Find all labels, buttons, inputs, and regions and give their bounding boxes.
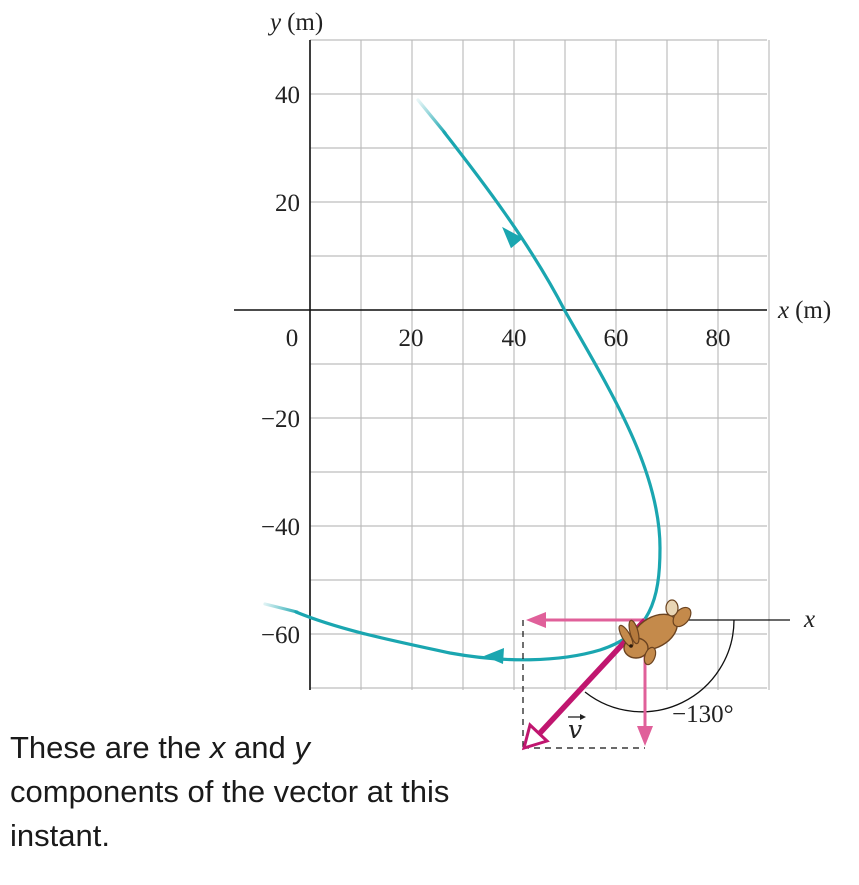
trajectory-fade-end [263,602,299,614]
x-tick-label-40: 40 [502,325,527,352]
y-component-arrowhead [637,726,653,746]
x-tick-label-60: 60 [604,325,629,352]
x-tick-label-0: 0 [286,325,299,352]
trajectory-direction-arrow-1 [502,226,524,249]
velocity-arrowhead [521,722,550,751]
velocity-symbol: v [568,715,582,744]
trajectory-fade-start [416,98,447,135]
angle-arc [584,619,735,713]
angle-label: −130° [672,701,734,728]
caption: These are the x and y components of the … [10,730,450,853]
x-component-arrowhead [526,612,546,628]
rabbit-icon [618,599,692,666]
trajectory-curve [294,130,662,662]
y-axis-title: y(m) [267,9,323,36]
x-axis-title: x(m) [777,297,831,324]
y-tick-label-40: 40 [275,82,300,109]
y-tick-label-neg60: −60 [261,622,300,649]
y-tick-label-neg20: −20 [261,406,300,433]
grid [309,39,770,690]
y-tick-label-20: 20 [275,190,300,217]
x-tick-label-20: 20 [399,325,424,352]
trajectory-direction-arrow-2 [484,648,504,664]
x-tick-label-80: 80 [706,325,731,352]
velocity-vector-arrow-icon [568,714,586,720]
y-tick-label-neg40: −40 [261,514,300,541]
local-x-label: x [803,606,815,633]
